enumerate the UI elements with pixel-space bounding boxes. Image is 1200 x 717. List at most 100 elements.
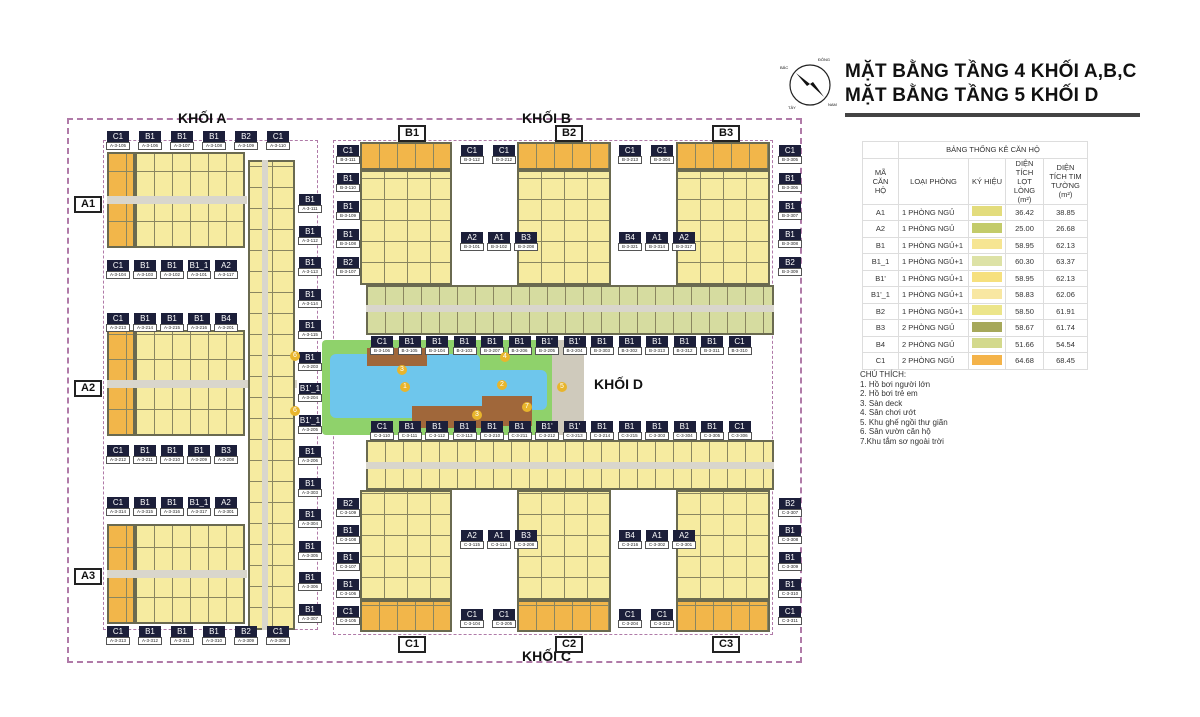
cell-code: B2 (862, 302, 899, 320)
unit-type: B1 (779, 579, 801, 590)
unit-type: C1 (371, 421, 393, 432)
unit-type: B1 (673, 336, 696, 347)
unit-code: C-3-309 (778, 563, 802, 571)
title-line-2: MẶT BẰNG TẦNG 5 KHỐI D (845, 85, 1099, 106)
unit-type: B1 (134, 260, 156, 271)
unit-type: A1 (488, 232, 510, 243)
marker: 4 (500, 352, 510, 362)
cell-gross-area: 62.13 (1043, 269, 1088, 287)
unit-type: B1 (161, 445, 183, 456)
unit-type: B1 (134, 313, 156, 324)
unit-type: A1 (488, 530, 510, 541)
unit-type: B1 (299, 320, 321, 331)
unit-type: C1 (461, 145, 483, 156)
color-swatch (972, 305, 1002, 316)
unit-type: C1 (779, 606, 801, 617)
unit-code: A-3-304 (298, 520, 322, 528)
unit-type: B1 (299, 509, 321, 520)
table-row: B1' 1 PHÒNG NGỦ+1 58.95 62.13 (862, 269, 1088, 287)
color-swatch (972, 272, 1002, 283)
unit-type: B1'_1 (299, 383, 321, 394)
cell-swatch (968, 335, 1006, 353)
cell-type: 1 PHÒNG NGỦ+1 (898, 302, 969, 320)
unit-type: B1 (591, 421, 613, 432)
unit-type: B1' (536, 336, 558, 347)
col-header: LOẠI PHÒNG (898, 157, 969, 205)
cell-net-area: 58.95 (1005, 236, 1044, 254)
color-swatch (972, 222, 1002, 233)
unit-type: C1 (728, 421, 751, 432)
cell-gross-area: 38.85 (1043, 203, 1088, 221)
color-swatch (972, 239, 1002, 250)
unit-code: A-3-308 (266, 637, 290, 645)
unit-code: B-3-307 (778, 212, 802, 220)
marker: 3 (472, 410, 482, 420)
unit-code: A-3-205 (298, 425, 322, 434)
unit-tag: B1'C-3-213 (562, 421, 587, 440)
unit-code: A-3-213 (106, 324, 130, 332)
unit-code: C-3-308 (778, 536, 802, 544)
unit-type: B2 (779, 257, 801, 268)
marker: 1 (400, 382, 410, 392)
unit-type: B1 (299, 446, 321, 457)
legend-item: 1. Hồ bơi người lớn (860, 379, 931, 389)
wing-label-c1: C1 (398, 636, 427, 653)
unit-type: B1_1 (188, 497, 210, 508)
unit-type: B2 (235, 131, 257, 142)
unit-type: B1 (203, 626, 225, 637)
color-swatch (972, 354, 1002, 365)
cell-net-area: 60.30 (1005, 253, 1044, 271)
unit-code: C-3-211 (507, 432, 532, 440)
unit-type: C1 (337, 145, 359, 156)
unit-code: A-3-301 (214, 508, 238, 516)
unit-type: B1' (563, 421, 586, 432)
unit-code: B-3-317 (672, 243, 696, 251)
cell-gross-area: 26.68 (1043, 220, 1088, 238)
cell-net-area: 36.42 (1005, 203, 1044, 221)
table-row: B2 1 PHÒNG NGỦ+1 58.50 61.91 (862, 302, 1088, 320)
unit-type: A2 (461, 530, 483, 541)
unit-code: B-3-312 (672, 347, 697, 355)
unit-code: A-3-309 (234, 637, 258, 645)
unit-code: B-3-309 (778, 268, 802, 276)
unit-code: C-3-205 (492, 620, 516, 628)
unit-type: B1 (299, 603, 321, 615)
wing-c1 (360, 490, 452, 600)
unit-type: B1 (337, 229, 359, 240)
unit-code: B-3-107 (336, 268, 360, 276)
table-row: A1 1 PHÒNG NGỦ 36.42 38.85 (862, 203, 1088, 221)
cell-type: 1 PHÒNG NGỦ+1 (898, 286, 969, 304)
unit-code: B-3-206 (507, 347, 532, 355)
unit-code: C-3-114 (487, 541, 511, 549)
